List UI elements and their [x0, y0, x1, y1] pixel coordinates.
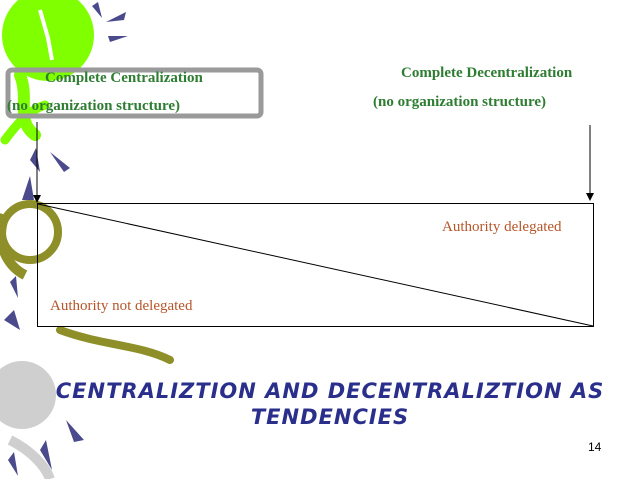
decentralization-subheading: (no organization structure) — [373, 94, 547, 110]
authority-delegated-label: Authority delegated — [442, 219, 562, 235]
authority-diagram-box — [37, 203, 594, 327]
ray-icon — [8, 420, 84, 476]
highlight-frame — [5, 67, 264, 119]
centralization-heading: Complete Centralization — [45, 70, 203, 86]
decentralization-heading: Complete Decentralization — [401, 65, 573, 81]
centralization-subheading: (no organization structure) — [7, 98, 181, 114]
slide-title-line2: TENDENCIES — [250, 405, 410, 429]
right-arrow — [586, 125, 594, 201]
slide-title-line1: CENTRALIZTION AND DECENTRALIZTION AS — [55, 379, 605, 403]
slide-number: 14 — [588, 440, 602, 454]
authority-not-delegated-label: Authority not delegated — [50, 298, 193, 314]
gray-bulb-icon — [0, 361, 56, 479]
left-arrow — [33, 122, 41, 203]
ray-icon — [4, 276, 20, 330]
